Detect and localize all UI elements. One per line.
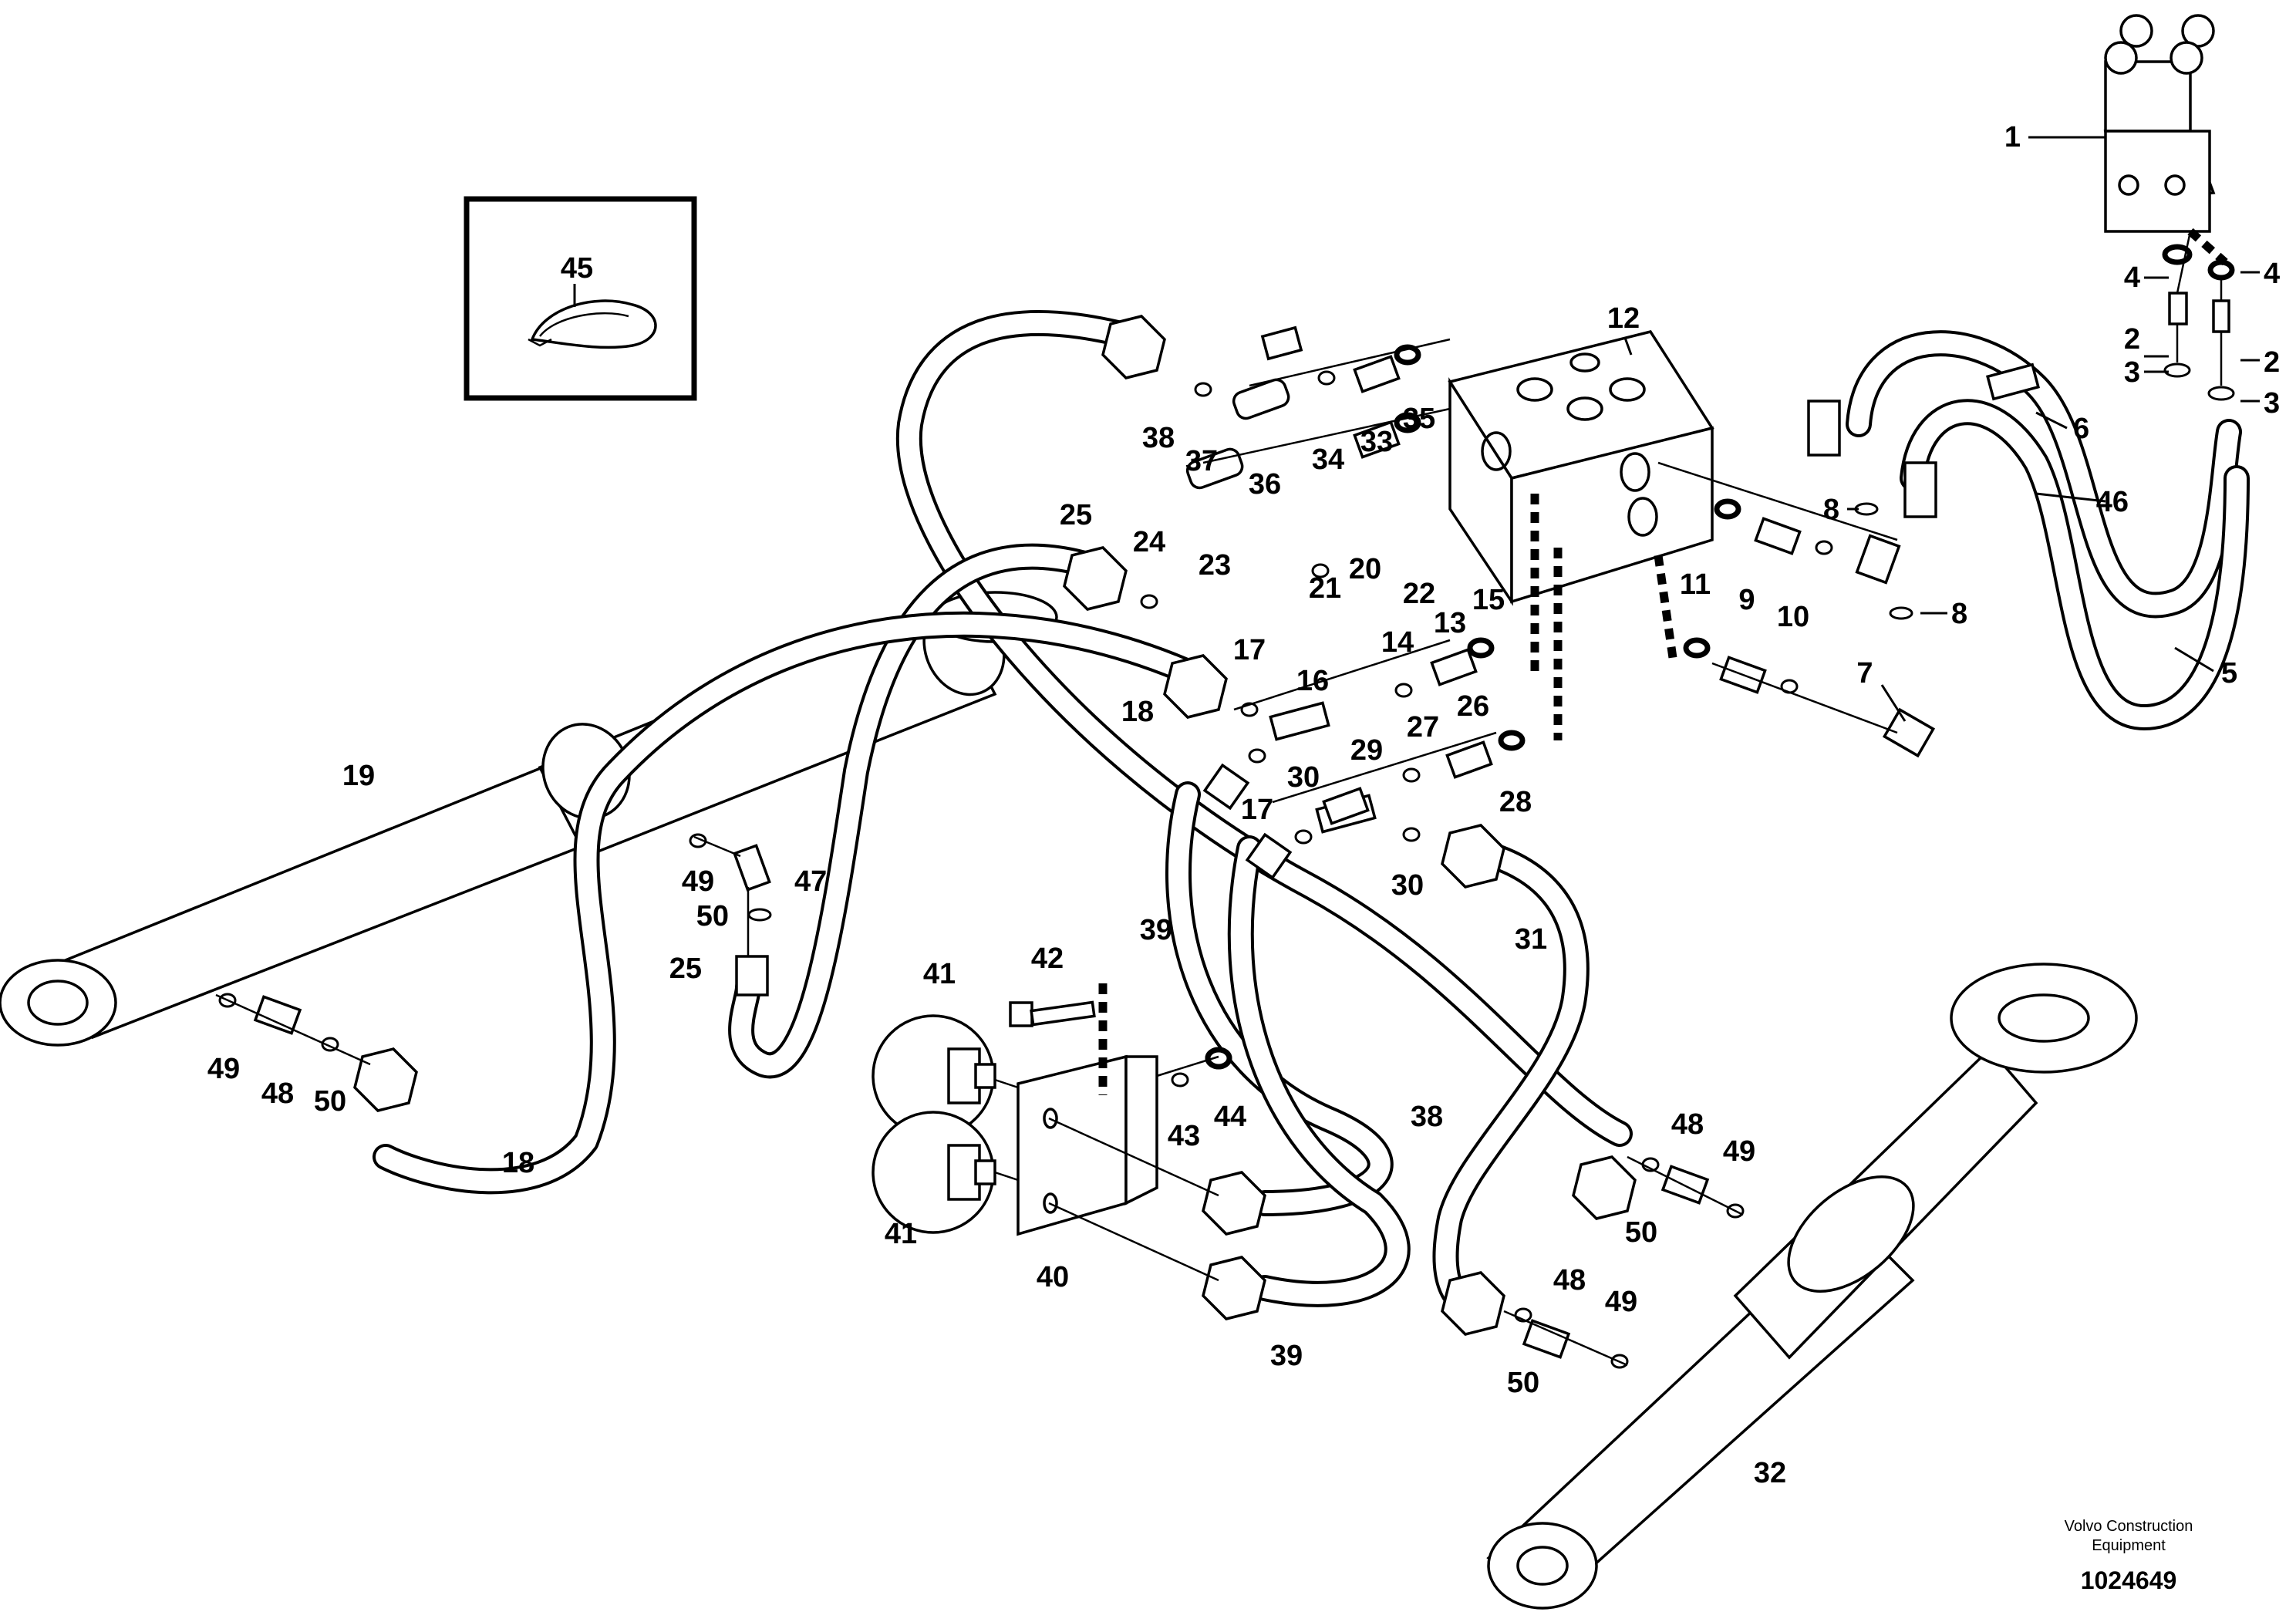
- callout-42: 42: [1031, 943, 1064, 975]
- callout-3b: 3: [2264, 387, 2280, 420]
- leader-lines: [1623, 136, 2260, 722]
- callout-45: 45: [561, 252, 593, 285]
- callout-26: 26: [1457, 690, 1489, 723]
- callout-41a: 41: [923, 958, 956, 990]
- callout-48c: 48: [1553, 1264, 1586, 1297]
- callout-4b: 4: [2264, 258, 2280, 290]
- callout-6: 6: [2073, 413, 2089, 445]
- callout-47: 47: [794, 865, 827, 898]
- callout-49b: 49: [682, 865, 714, 898]
- callout-40: 40: [1037, 1261, 1069, 1293]
- callout-30a: 30: [1287, 761, 1320, 794]
- callout-27: 27: [1407, 711, 1439, 744]
- callout-46: 46: [2096, 486, 2129, 518]
- bolt: [1009, 1000, 1096, 1027]
- callout-43: 43: [1168, 1120, 1200, 1152]
- hoses: [373, 309, 2250, 1319]
- brand-line-2: Equipment: [2092, 1537, 2166, 1554]
- callout-44: 44: [1214, 1101, 1246, 1133]
- accumulators: [872, 1014, 996, 1234]
- callout-25a: 25: [1060, 499, 1092, 531]
- callout-39a: 39: [1140, 914, 1172, 946]
- inset-box: [464, 196, 697, 401]
- callout-11: 11: [1680, 568, 1711, 601]
- callout-49a: 49: [207, 1053, 240, 1085]
- callout-33: 33: [1360, 426, 1393, 458]
- callout-34: 34: [1312, 443, 1344, 476]
- callout-labels: 1 2 2 3 3 4 4 5 6 7 8 8 9 10 11 12 13 14…: [207, 121, 2280, 1489]
- brand-line-1: Volvo Construction: [2065, 1518, 2193, 1535]
- callout-7: 7: [1856, 657, 1873, 690]
- callout-32: 32: [1754, 1457, 1786, 1489]
- callout-15: 15: [1472, 584, 1505, 616]
- callout-3a: 3: [2124, 356, 2140, 389]
- callout-2a: 2: [2124, 323, 2140, 356]
- callout-17a: 17: [1233, 634, 1266, 666]
- mounting-bracket: [1017, 1054, 1158, 1236]
- callout-50d: 50: [1507, 1367, 1539, 1399]
- connection-block: [2103, 14, 2235, 401]
- callout-12: 12: [1607, 302, 1640, 335]
- callout-49d: 49: [1605, 1286, 1637, 1318]
- callout-37: 37: [1185, 445, 1218, 477]
- callout-38b: 38: [1411, 1101, 1443, 1133]
- callout-16: 16: [1296, 665, 1329, 697]
- callout-49c: 49: [1723, 1135, 1755, 1168]
- callout-10: 10: [1777, 601, 1809, 633]
- dashed-lines: [1098, 228, 2228, 1095]
- callout-24: 24: [1133, 526, 1165, 558]
- callout-13: 13: [1434, 607, 1466, 639]
- callout-31: 31: [1515, 923, 1547, 956]
- callout-9: 9: [1738, 584, 1755, 616]
- callout-50c: 50: [1625, 1216, 1657, 1249]
- callout-29: 29: [1350, 734, 1383, 767]
- callout-19: 19: [342, 760, 375, 792]
- callout-2b: 2: [2264, 346, 2280, 379]
- footer: Volvo Construction Equipment 1024649: [2065, 1518, 2193, 1594]
- cable-tie-icon: [528, 299, 657, 349]
- callout-38a: 38: [1142, 422, 1175, 454]
- callout-50b: 50: [696, 900, 729, 932]
- callout-50a: 50: [314, 1085, 346, 1118]
- callout-36: 36: [1249, 468, 1281, 501]
- callout-5: 5: [2221, 657, 2237, 690]
- callout-14: 14: [1381, 626, 1414, 659]
- callout-23: 23: [1199, 549, 1231, 582]
- callout-18b: 18: [502, 1147, 534, 1179]
- callout-25b: 25: [669, 953, 702, 985]
- callout-22: 22: [1403, 578, 1435, 610]
- callout-20: 20: [1349, 553, 1381, 585]
- callout-30b: 30: [1391, 869, 1424, 902]
- callout-4a: 4: [2124, 261, 2140, 294]
- callout-21: 21: [1309, 572, 1341, 605]
- callout-48b: 48: [1671, 1108, 1704, 1141]
- callout-8b: 8: [1951, 598, 1967, 630]
- callout-41b: 41: [885, 1218, 917, 1250]
- callout-35: 35: [1403, 403, 1435, 435]
- callout-17b: 17: [1241, 794, 1273, 826]
- callout-8a: 8: [1823, 494, 1839, 526]
- axis-lines: [215, 231, 2223, 1367]
- callout-28: 28: [1499, 786, 1532, 818]
- lift-cylinder-right: [1486, 963, 2138, 1610]
- callout-1: 1: [2004, 121, 2021, 153]
- callout-48a: 48: [261, 1077, 294, 1110]
- drawing-number: 1024649: [2081, 1566, 2177, 1594]
- callout-18a: 18: [1121, 696, 1154, 728]
- callout-39b: 39: [1270, 1340, 1303, 1372]
